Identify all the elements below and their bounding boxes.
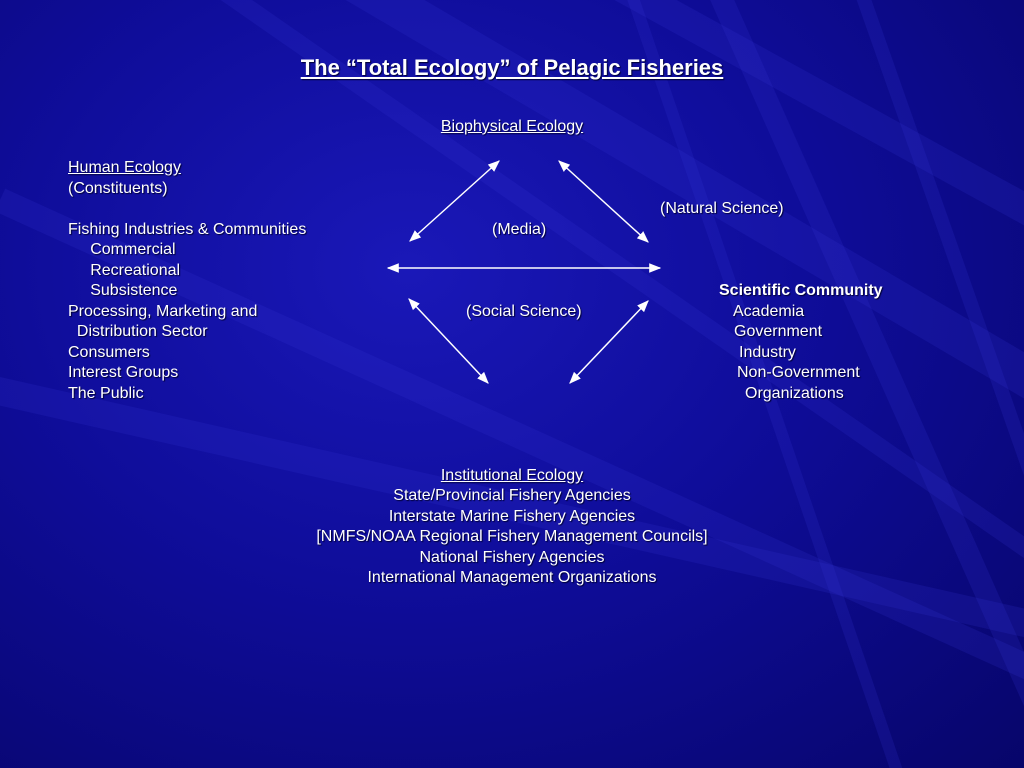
human-item: Consumers — [68, 344, 150, 361]
media-label: (Media) — [492, 221, 547, 238]
human-item: Interest Groups — [68, 364, 179, 381]
biophysical-heading: Biophysical Ecology — [440, 118, 584, 135]
natural-science-label: (Natural Science) — [660, 200, 784, 217]
institutional-item: National Fishery Agencies — [419, 549, 605, 566]
human-item: Subsistence — [68, 282, 178, 299]
slide-title: The “Total Ecology” of Pelagic Fisheries — [300, 55, 724, 80]
institutional-item: [NMFS/NOAA Regional Fishery Management C… — [316, 528, 708, 545]
human-item: Processing, Marketing and — [68, 303, 258, 320]
arrow-biophysical-scientific — [558, 160, 649, 243]
scientific-item: Organizations — [745, 385, 844, 402]
scientific-item: Academia — [733, 303, 805, 320]
scientific-item: Government — [734, 323, 823, 340]
human-item: Commercial — [68, 241, 176, 258]
institutional-item: Interstate Marine Fishery Agencies — [388, 508, 636, 525]
human-item: Fishing Industries & Communities — [68, 221, 307, 238]
human-ecology-heading: Human Ecology — [68, 159, 181, 176]
arrow-human-institutional — [408, 298, 489, 384]
scientific-community-heading: Scientific Community — [719, 282, 883, 299]
human-item: The Public — [68, 385, 144, 402]
scientific-item: Non-Government — [737, 364, 860, 381]
institutional-item: State/Provincial Fishery Agencies — [393, 487, 631, 504]
arrow-human-biophysical — [409, 160, 500, 242]
institutional-item: International Management Organizations — [367, 569, 657, 586]
constituents-label: (Constituents) — [68, 180, 168, 197]
human-item: Distribution Sector — [68, 323, 208, 340]
human-item: Recreational — [68, 262, 181, 279]
scientific-item: Industry — [739, 344, 796, 361]
arrow-scientific-institutional — [569, 300, 649, 384]
institutional-heading: Institutional Ecology — [440, 467, 584, 484]
